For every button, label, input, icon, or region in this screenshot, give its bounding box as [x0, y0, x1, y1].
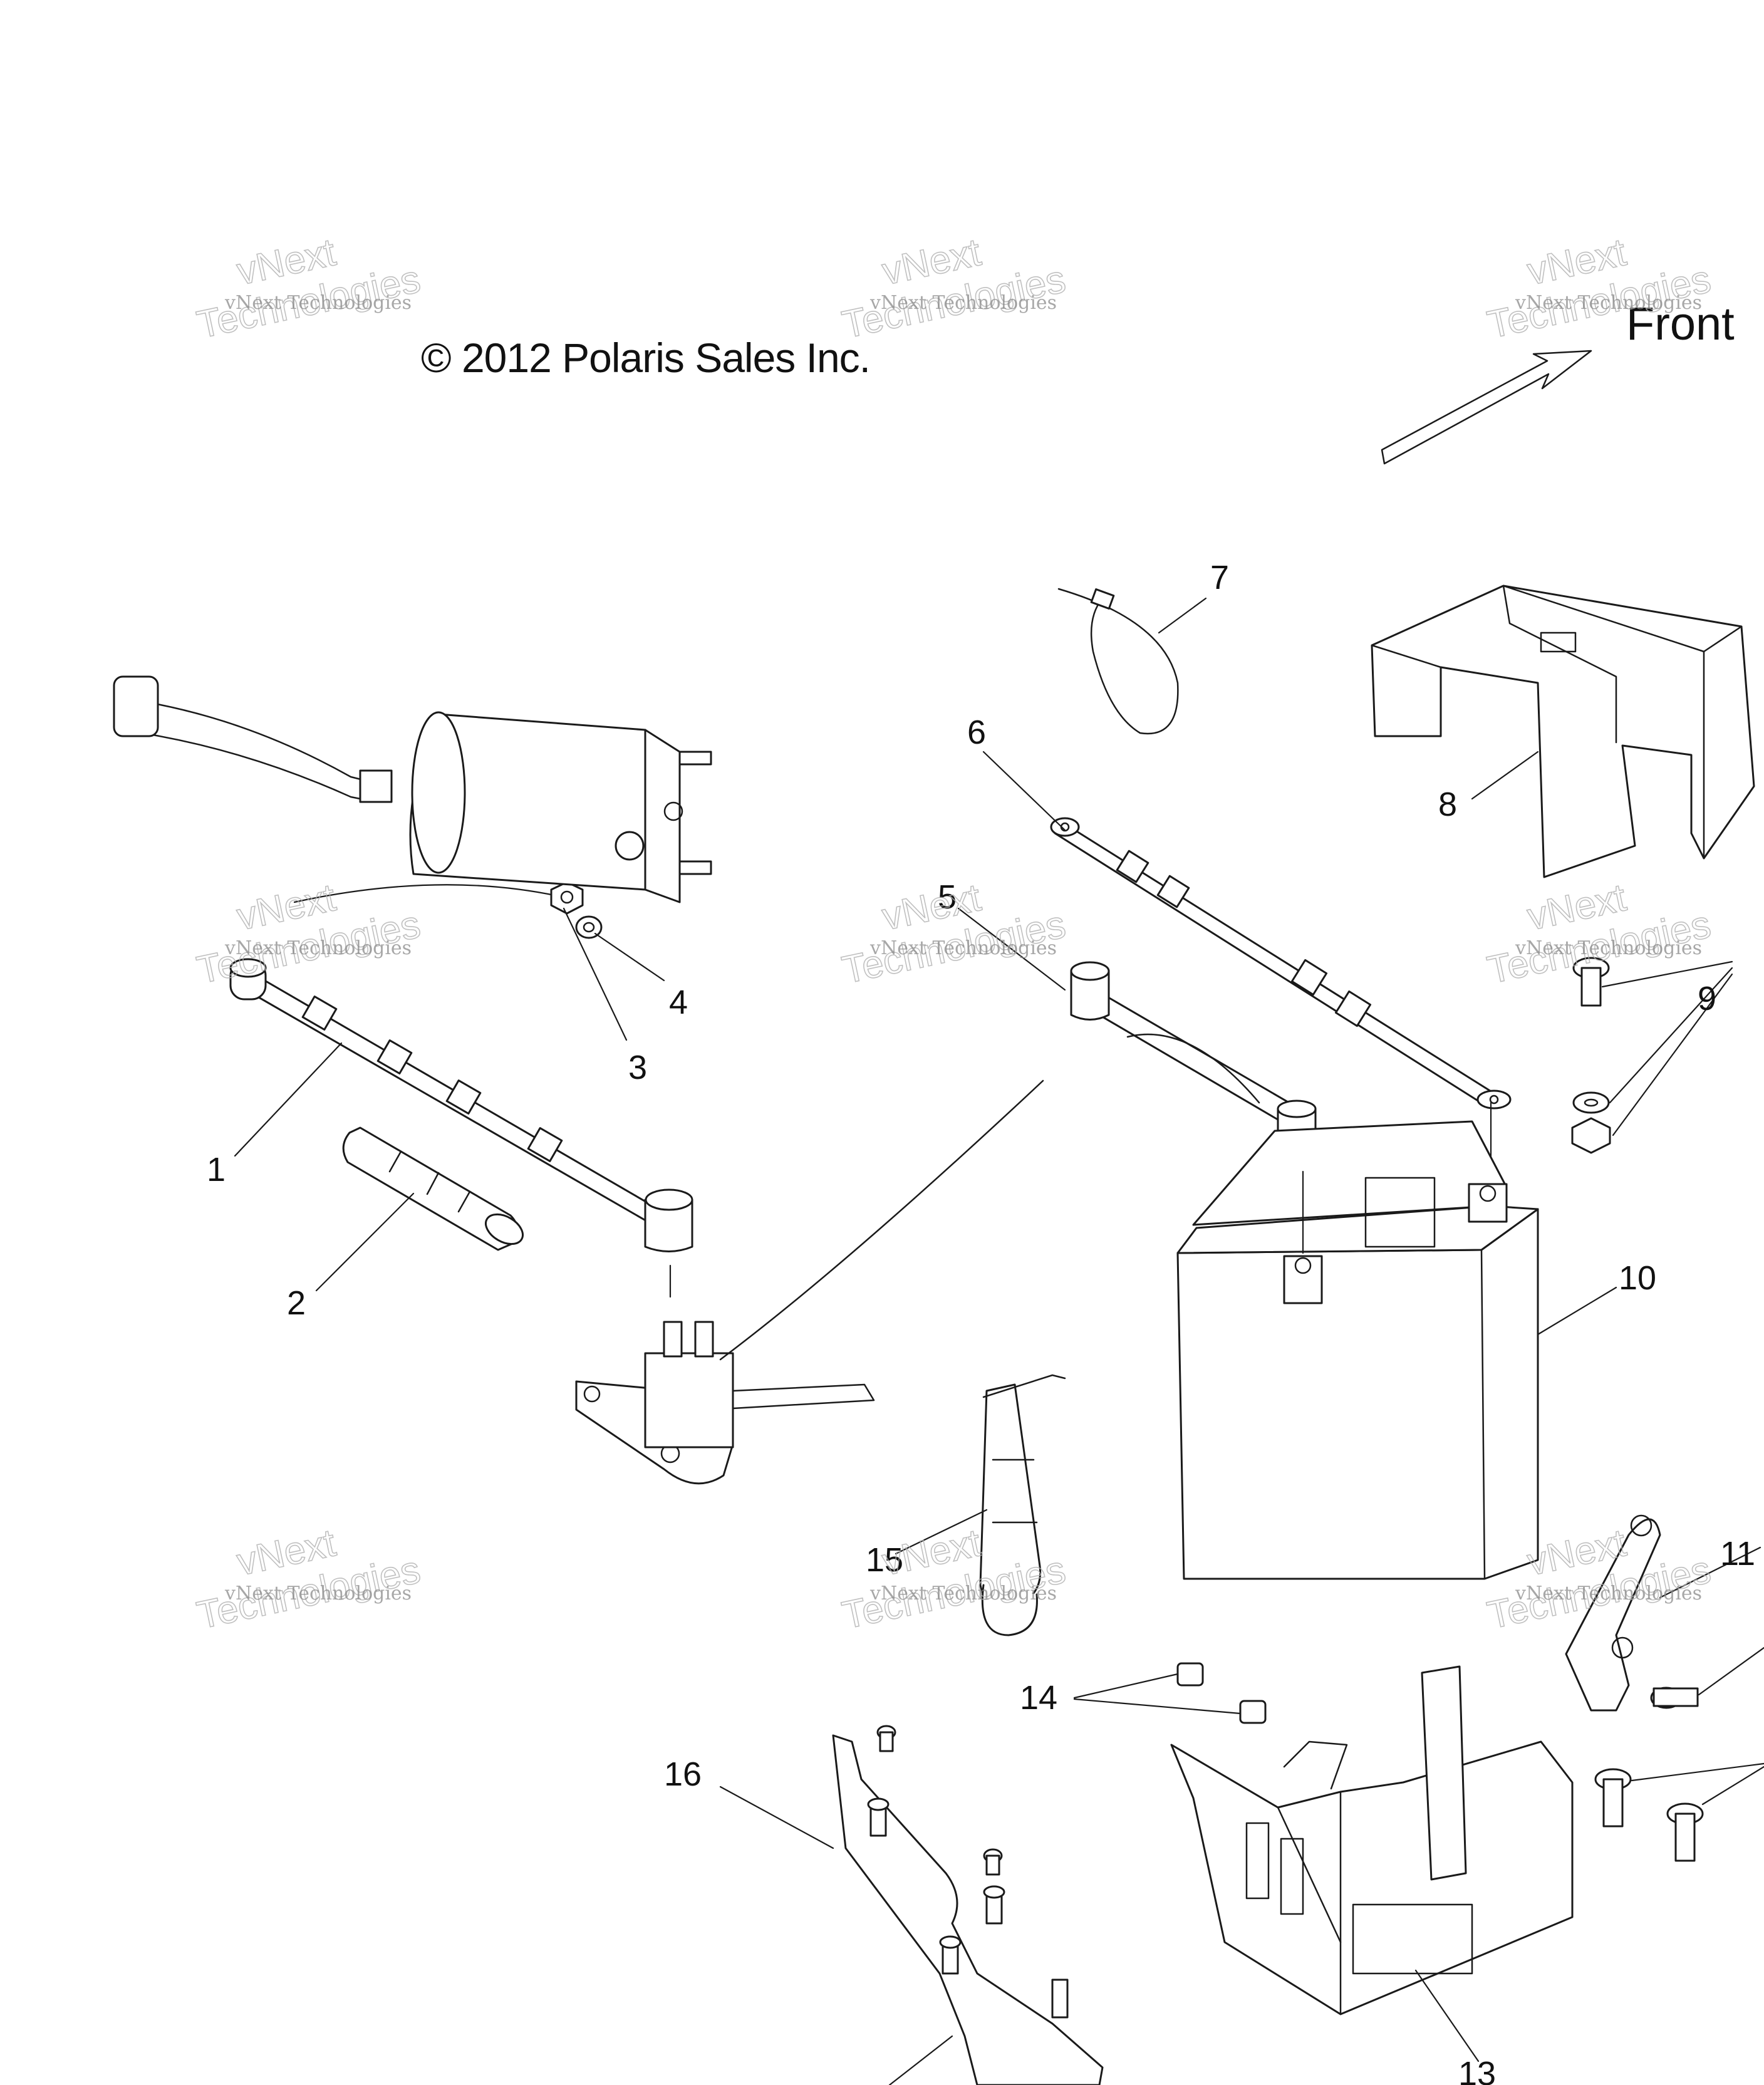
part-6-negative-cable	[1050, 817, 1512, 1160]
part-3-nut	[550, 881, 584, 915]
callout-7: 7	[1210, 559, 1229, 596]
svg-text:vNext Technologies: vNext Technologies	[1515, 292, 1702, 314]
watermark-4: vNext Technologies vNext Technologies	[193, 875, 425, 992]
starter-solenoid	[575, 1079, 1044, 1485]
callout-3: 3	[628, 1049, 647, 1086]
part-11-bracket	[1565, 1514, 1661, 1712]
part-16-mounting-plate	[832, 1725, 1104, 2085]
watermark-5: vNext Technologies vNext Technologies	[838, 875, 1070, 992]
callout-1: 1	[207, 1151, 226, 1188]
callout-13: 13	[1458, 2055, 1496, 2085]
callout-14: 14	[1020, 1679, 1057, 1717]
callout-6: 6	[967, 714, 986, 751]
svg-text:vNext Technologies: vNext Technologies	[869, 292, 1057, 314]
callout-10: 10	[1619, 1259, 1656, 1297]
callout-16: 16	[664, 1755, 702, 1793]
svg-text:vNext Technologies: vNext Technologies	[224, 937, 412, 959]
callout-9: 9	[1698, 980, 1716, 1017]
svg-text:vNext Technologies: vNext Technologies	[224, 292, 412, 314]
mounting-bolts	[1594, 1646, 1764, 1862]
svg-text:vNext Technologies: vNext Technologies	[869, 937, 1057, 959]
part-15-strap	[979, 1374, 1066, 1636]
callout-8: 8	[1438, 786, 1457, 823]
part-4-washer	[575, 915, 603, 939]
callout-11: 11	[1720, 1535, 1755, 1573]
starter-motor	[113, 675, 712, 903]
part-9-hardware	[1571, 957, 1733, 1154]
watermark-1: vNext Technologies vNext Technologies	[193, 230, 425, 347]
svg-text:vNext Technologies: vNext Technologies	[869, 1583, 1057, 1604]
part-14-clip-nuts	[1073, 1662, 1267, 1724]
part-13-battery-tray	[1170, 1665, 1574, 2015]
part-8-cover	[1371, 585, 1755, 878]
svg-text:vNext Technologies: vNext Technologies	[1515, 1583, 1702, 1604]
part-1-starter-cable	[229, 884, 693, 1298]
part-2-boot	[342, 1126, 524, 1251]
callout-2: 2	[287, 1284, 306, 1322]
callout-15: 15	[866, 1541, 903, 1579]
part-7-cable-tie	[1057, 588, 1179, 735]
part-10-battery	[1176, 1120, 1539, 1580]
svg-text:vNext Technologies: vNext Technologies	[1515, 937, 1702, 959]
watermark-2: vNext Technologies vNext Technologies	[838, 230, 1070, 347]
part-5-positive-cable	[1070, 961, 1317, 1152]
front-label: Front	[1626, 298, 1735, 350]
watermark-7: vNext Technologies vNext Technologies	[193, 1521, 425, 1638]
callout-5: 5	[938, 878, 957, 916]
front-direction-arrow	[1381, 350, 1592, 465]
svg-text:vNext Technologies: vNext Technologies	[224, 1583, 412, 1604]
copyright-text: © 2012 Polaris Sales Inc.	[421, 335, 870, 381]
callout-leaders	[234, 597, 1761, 2062]
callout-4: 4	[669, 984, 688, 1021]
